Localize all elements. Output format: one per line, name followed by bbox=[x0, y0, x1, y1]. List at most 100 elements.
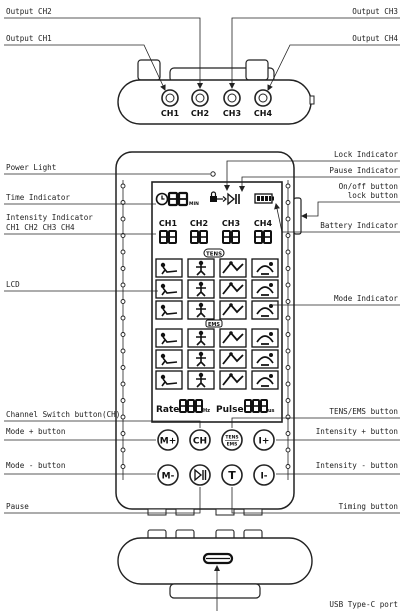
top-device-clip-left bbox=[137, 59, 161, 81]
time-digits bbox=[167, 191, 189, 207]
grip-dot bbox=[285, 249, 291, 255]
leader-tens-ems-button bbox=[231, 417, 400, 428]
leader-output-ch1 bbox=[4, 44, 166, 91]
ems-mode-icon-2 bbox=[187, 328, 215, 348]
timing-button[interactable]: T bbox=[221, 464, 243, 486]
mode-minus-button-text: M- bbox=[162, 472, 175, 482]
tens-ems-button-bottom: EMS bbox=[227, 442, 238, 448]
grip-dot bbox=[285, 200, 291, 205]
ems-mode-icon-6 bbox=[187, 349, 215, 369]
onoff-lock-button[interactable] bbox=[293, 197, 302, 235]
label-battery-indicator: Battery Indicator bbox=[320, 221, 398, 230]
tens-mode-icon-11 bbox=[219, 300, 247, 320]
grip-dot bbox=[285, 216, 291, 222]
label-output-ch2: Output CH2 bbox=[6, 7, 52, 16]
mode-minus-button[interactable]: M- bbox=[157, 464, 179, 486]
foot-4 bbox=[243, 508, 263, 516]
rate-unit: Hz bbox=[203, 408, 210, 414]
label-timing-button: Timing button bbox=[339, 502, 398, 511]
grip-dot bbox=[120, 431, 126, 436]
label-channel-switch: Channel Switch button(CH) bbox=[6, 410, 120, 419]
leader-pause-indicator bbox=[239, 176, 400, 192]
output-port-ch1[interactable] bbox=[161, 89, 179, 107]
intensity-minus-button[interactable]: I- bbox=[253, 464, 275, 486]
label-pause-indicator: Pause Indicator bbox=[329, 166, 398, 175]
grip-dot bbox=[285, 398, 291, 403]
foot-2 bbox=[175, 508, 195, 516]
rate-label: Rate bbox=[156, 405, 179, 415]
bottom-device-tab bbox=[169, 583, 261, 599]
port-label-ch1: CH1 bbox=[161, 109, 180, 118]
lcd-ch1: CH1 bbox=[159, 219, 178, 228]
tens-mode-icon-9 bbox=[155, 300, 183, 320]
grip-dot bbox=[285, 447, 291, 453]
ch-button[interactable]: CH bbox=[189, 429, 211, 451]
grip-dot bbox=[285, 431, 291, 436]
ems-tag bbox=[205, 319, 223, 328]
output-port-ch2[interactable] bbox=[191, 89, 209, 107]
label-tens-ems-button: TENS/EMS button bbox=[329, 407, 398, 416]
leader-pause bbox=[4, 487, 201, 514]
tens-mode-icon-5 bbox=[155, 279, 183, 299]
port-label-ch4: CH4 bbox=[254, 109, 273, 118]
clock-icon bbox=[155, 192, 169, 206]
label-lcd: LCD bbox=[6, 280, 20, 289]
play-pause-icon bbox=[194, 468, 207, 482]
label-mode-indicator: Mode Indicator bbox=[334, 294, 398, 303]
label-intensity-minus: Intensity - button bbox=[316, 461, 398, 470]
leader-battery-indicator bbox=[274, 203, 400, 233]
leader-output-ch4 bbox=[267, 44, 400, 91]
grip-dot bbox=[120, 381, 126, 387]
top-device-body bbox=[117, 79, 312, 125]
label-onoff-2: lock button bbox=[348, 191, 398, 200]
intensity-digits bbox=[159, 230, 272, 244]
tens-mode-icon-3 bbox=[219, 258, 247, 278]
tens-tag-text: TENS bbox=[206, 252, 222, 258]
main-device: MIN CH1 CH2 CH3 CH4 T bbox=[4, 150, 400, 516]
ems-mode-icon-8 bbox=[251, 349, 279, 369]
leader-lock-indicator bbox=[224, 160, 400, 191]
timing-button-text: T bbox=[228, 469, 236, 482]
intensity-plus-button[interactable]: I+ bbox=[253, 429, 275, 451]
label-intensity-plus: Intensity + button bbox=[316, 427, 398, 436]
tens-mode-icon-6 bbox=[187, 279, 215, 299]
ems-mode-icon-1 bbox=[155, 328, 183, 348]
foot-3 bbox=[215, 508, 235, 516]
tens-ems-button[interactable]: TENS EMS bbox=[221, 429, 243, 451]
lcd-ch3: CH3 bbox=[222, 219, 240, 228]
lcd-ch4: CH4 bbox=[254, 219, 273, 228]
mode-plus-button[interactable]: M+ bbox=[157, 429, 179, 451]
grip-dot bbox=[120, 348, 126, 354]
label-power-light: Power Light bbox=[6, 163, 56, 172]
grip-dot bbox=[120, 299, 126, 304]
tens-mode-icon-8 bbox=[251, 279, 279, 299]
label-time-indicator: Time Indicator bbox=[6, 193, 70, 202]
leader-onoff-button bbox=[301, 201, 400, 219]
pulse-unit: us bbox=[268, 408, 275, 414]
pause-button[interactable] bbox=[189, 464, 211, 486]
label-lock-indicator: Lock Indicator bbox=[334, 150, 398, 159]
grip-dot bbox=[285, 266, 291, 271]
grip-dot bbox=[120, 183, 126, 189]
grip-dot bbox=[120, 249, 126, 255]
tens-mode-icon-4 bbox=[251, 258, 279, 278]
ems-mode-icon-7 bbox=[219, 349, 247, 369]
grip-dot bbox=[285, 464, 291, 469]
pulse-label: Pulse bbox=[216, 405, 244, 415]
label-usb-port: USB Type-C port bbox=[329, 600, 398, 609]
ems-mode-icon-11 bbox=[219, 370, 247, 390]
rate-digits bbox=[179, 399, 203, 413]
intensity-plus-button-text: I+ bbox=[259, 437, 270, 447]
tens-mode-icon-2 bbox=[187, 258, 215, 278]
output-port-ch4[interactable] bbox=[254, 89, 272, 107]
battery-icon bbox=[254, 193, 274, 204]
output-port-ch3[interactable] bbox=[223, 89, 241, 107]
ems-tag-text: EMS bbox=[208, 322, 220, 328]
grip-dot bbox=[120, 447, 126, 453]
leader-channel-switch bbox=[4, 420, 201, 428]
label-mode-plus: Mode + button bbox=[6, 427, 65, 436]
tens-mode-icon-7 bbox=[219, 279, 247, 299]
grip-dot bbox=[285, 299, 291, 304]
